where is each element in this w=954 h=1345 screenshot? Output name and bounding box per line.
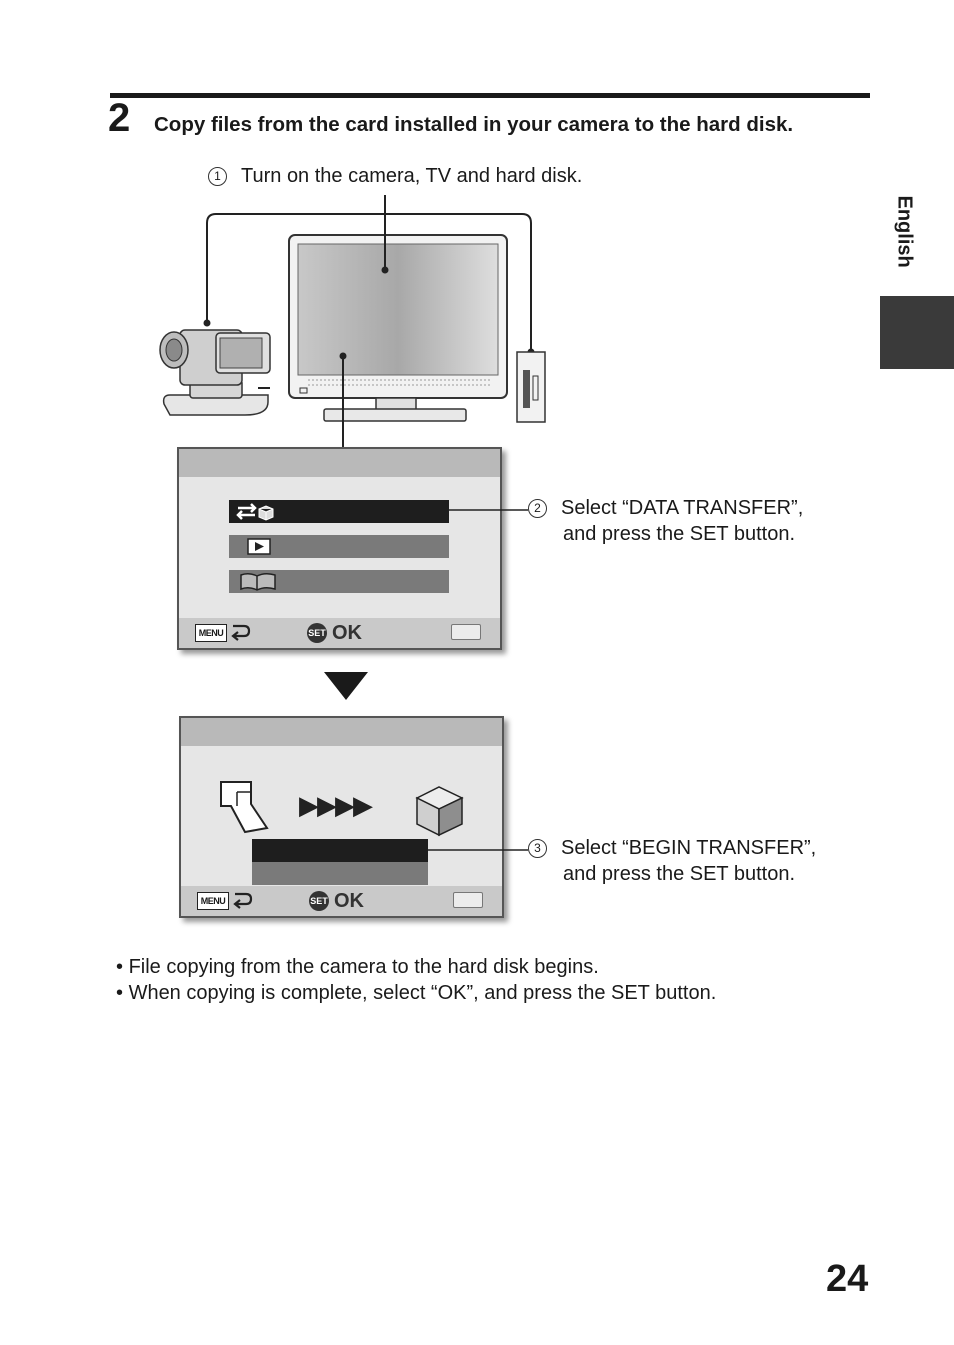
card-icon — [220, 781, 269, 834]
option-cancel[interactable] — [252, 862, 428, 885]
screen-footer: MENU SET OK — [181, 886, 502, 916]
data-transfer-icon — [236, 503, 274, 521]
ok-label: OK — [332, 622, 362, 644]
option-begin-transfer[interactable] — [252, 839, 428, 862]
callout-marker: 1 — [208, 167, 227, 186]
callout-line-1: Select “BEGIN TRANSFER”, — [561, 837, 817, 859]
menu-item-manual[interactable]: i — [229, 570, 449, 593]
language-tab: English — [884, 196, 924, 291]
battery-icon — [451, 624, 481, 640]
language-label: English — [893, 195, 916, 268]
section-tab-block — [880, 296, 954, 369]
return-icon — [233, 892, 253, 909]
bullet-dot: • — [116, 956, 129, 978]
callout-text: Turn on the camera, TV and hard disk. — [241, 165, 583, 187]
playback-icon — [247, 538, 271, 555]
bullet-text: File copying from the camera to the hard… — [128, 956, 599, 978]
menu-item-playback[interactable] — [229, 535, 449, 558]
screen-header — [179, 449, 500, 477]
set-icon: SET — [309, 891, 329, 911]
callout-line-2: and press the SET button. — [563, 863, 796, 885]
ok-label: OK — [334, 890, 364, 912]
step-title: Copy files from the card installed in yo… — [154, 113, 794, 136]
menu-badge: MENU — [197, 892, 229, 910]
transfer-arrows: ▶▶▶▶ — [299, 790, 373, 820]
callout-2-leader — [448, 509, 528, 511]
hard-disk-cube-icon — [415, 786, 464, 837]
callout-1: 1 Turn on the camera, TV and hard disk. — [208, 163, 582, 189]
callout-marker: 3 — [528, 839, 547, 858]
screen-header — [181, 718, 502, 746]
menu-badge: MENU — [195, 624, 227, 642]
return-icon — [231, 624, 251, 641]
down-arrow-icon — [324, 672, 368, 700]
menu-item-data-transfer[interactable] — [229, 500, 449, 523]
step-number: 2 — [108, 96, 131, 140]
callout-3-leader — [428, 849, 528, 851]
tv-icon — [288, 234, 508, 422]
set-icon: SET — [307, 623, 327, 643]
battery-icon — [453, 892, 483, 908]
bullet-item: • When copying is complete, select “OK”,… — [116, 980, 716, 1006]
camera-icon — [159, 329, 271, 416]
manual-icon: i — [240, 572, 276, 591]
callout-2: 2 Select “DATA TRANSFER”, and press the S… — [528, 495, 803, 547]
bullet-text: When copying is complete, select “OK”, a… — [128, 982, 717, 1004]
svg-text:i: i — [256, 579, 258, 590]
camera-screen-data-transfer: i MENU SET OK — [177, 447, 502, 650]
top-rule — [110, 93, 870, 98]
hardware-illustration — [159, 195, 546, 440]
bullet-dot: • — [116, 982, 129, 1004]
callout-3: 3 Select “BEGIN TRANSFER”, and press the … — [528, 835, 816, 887]
callout-marker: 2 — [528, 499, 547, 518]
screen-footer: MENU SET OK — [179, 618, 500, 648]
callout-line-1: Select “DATA TRANSFER”, — [561, 497, 804, 519]
page-number: 24 — [826, 1258, 869, 1300]
bullet-item: • File copying from the camera to the ha… — [116, 954, 599, 980]
camera-screen-begin-transfer: ▶▶▶▶ MENU SET OK — [179, 716, 504, 918]
hard-disk-icon — [516, 351, 546, 423]
callout-line-2: and press the SET button. — [563, 523, 796, 545]
